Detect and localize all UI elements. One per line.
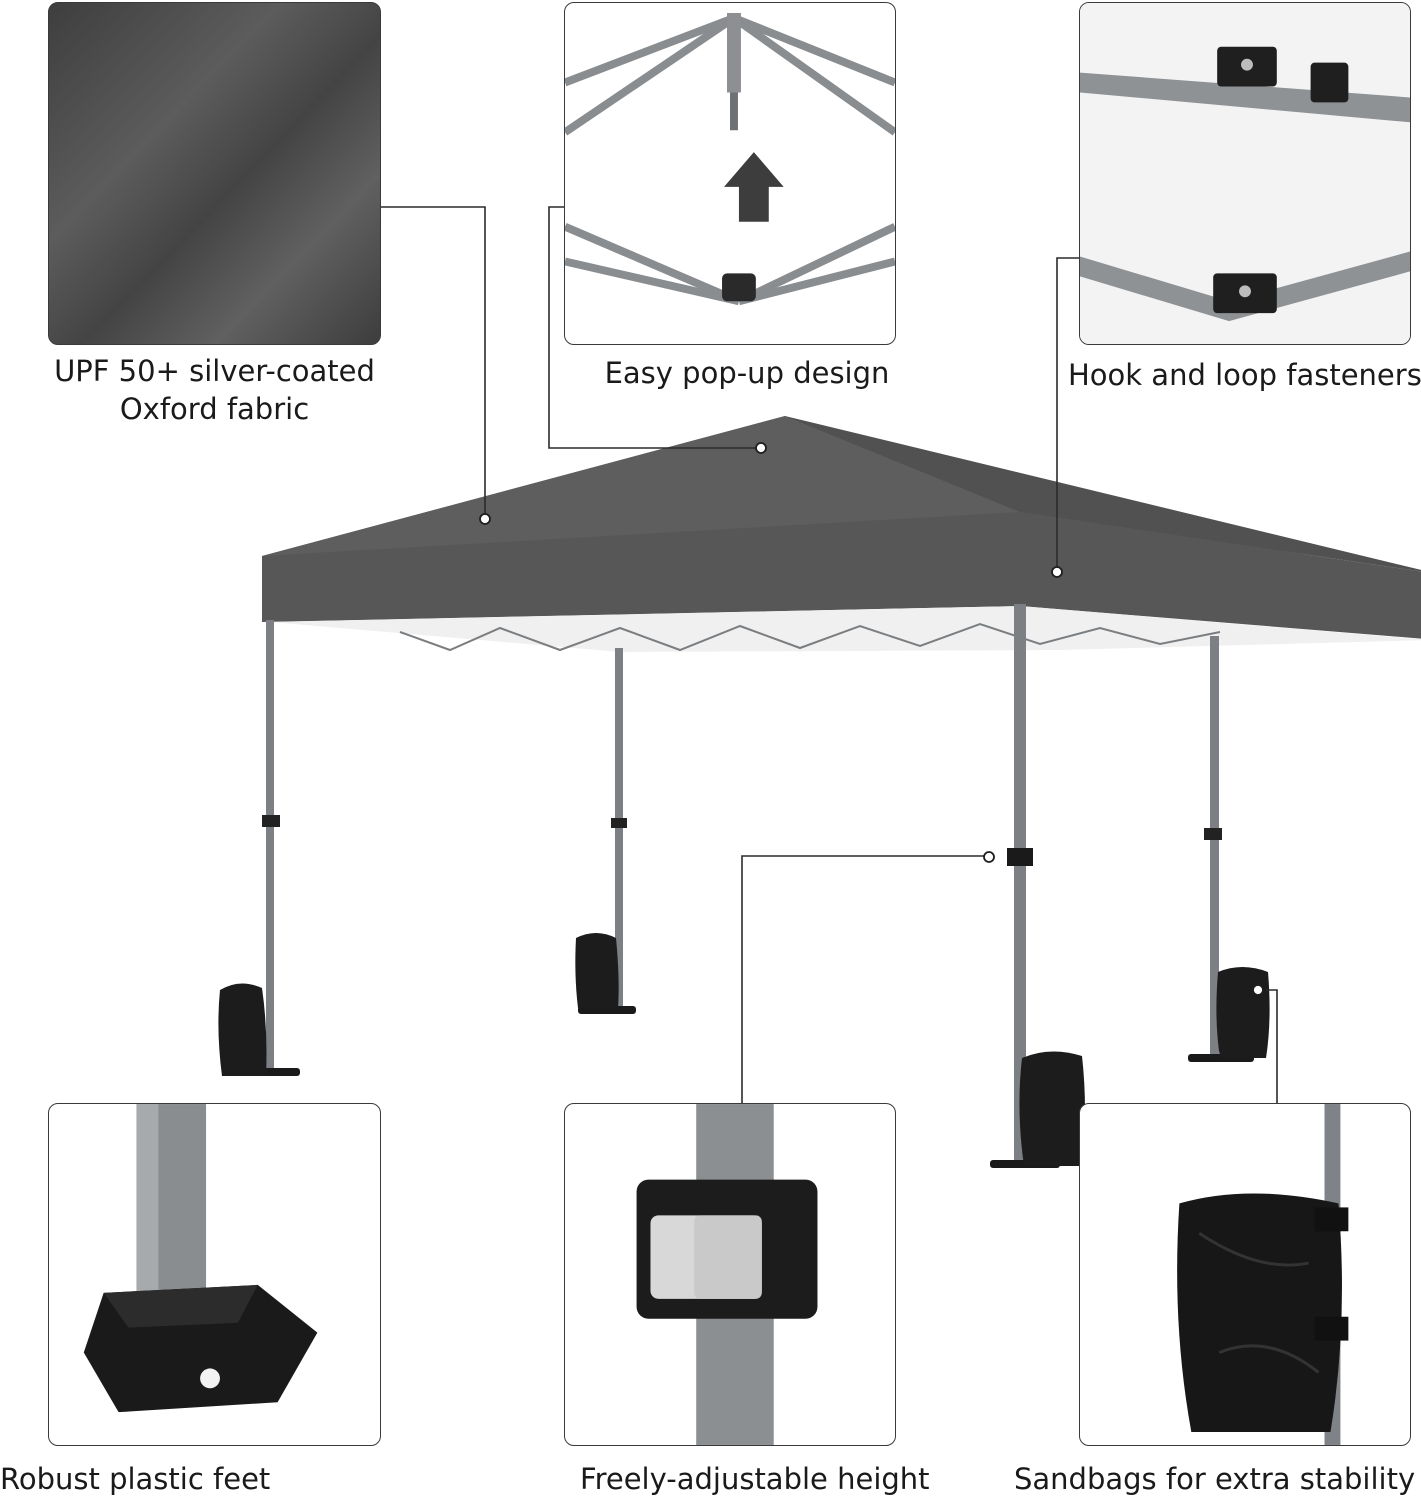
canopy-roof-left-face [262, 416, 1020, 556]
sandbags-detail-panel [1079, 1103, 1411, 1446]
leg-clamp [1007, 848, 1033, 866]
tent-leg [1210, 636, 1219, 1056]
popup-detail-panel [564, 2, 896, 345]
fabric-detail-panel [48, 2, 381, 345]
fasteners-caption: Hook and loop fasteners [1068, 358, 1421, 392]
sandbags-caption: Sandbags for extra stability [1014, 1462, 1416, 1496]
sandbag [575, 933, 619, 1008]
up-arrow-icon [724, 152, 784, 222]
sandbag [1019, 1051, 1085, 1166]
fabric-texture-image [49, 3, 380, 344]
leg-clamp [1204, 828, 1222, 840]
sandbag [1216, 967, 1270, 1058]
canopy-roof-right-face [785, 416, 1421, 572]
tent-leg [1014, 604, 1026, 1164]
fabric-caption-line1: UPF 50+ silver-coated [54, 354, 375, 388]
sandbag [218, 983, 267, 1076]
canopy-valance [262, 512, 1421, 639]
feet-detail-panel [48, 1103, 381, 1446]
canopy-underside [270, 606, 1421, 652]
height-clamp-image [636, 1104, 818, 1445]
leg-clamp [611, 818, 627, 828]
fasteners-detail-panel [1079, 2, 1411, 345]
feet-image [83, 1104, 318, 1413]
fabric-caption-line2: Oxford fabric [119, 392, 310, 426]
fasteners-image [1080, 3, 1410, 344]
fabric-caption: UPF 50+ silver-coated Oxford fabric [48, 352, 381, 428]
popup-caption: Easy pop-up design [604, 356, 890, 390]
sandbag-image [1177, 1104, 1349, 1445]
height-detail-panel [564, 1103, 896, 1446]
leg-clamp [262, 815, 280, 827]
feet-caption: Robust plastic feet [0, 1462, 271, 1496]
height-caption: Freely-adjustable height [580, 1462, 930, 1496]
canopy-truss [399, 622, 1221, 652]
tent-leg [266, 620, 274, 1070]
popup-frame-image [565, 12, 895, 306]
